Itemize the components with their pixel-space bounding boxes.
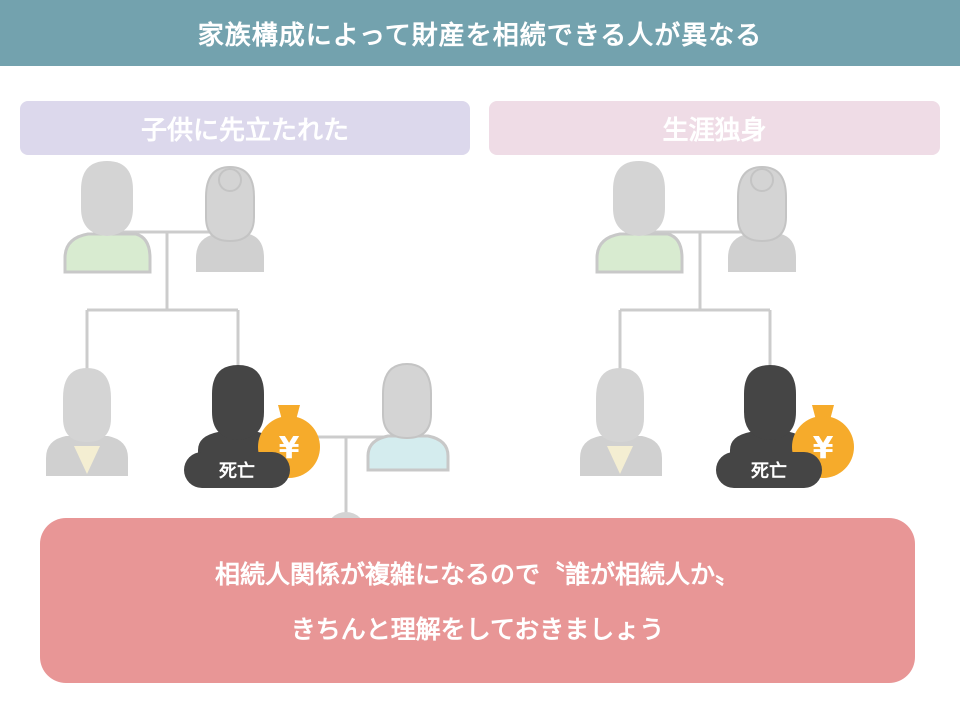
panel-label-left: 子供に先立たれた: [20, 101, 470, 155]
right-money-symbol: ¥: [813, 431, 834, 466]
right-deceased-badge: 死亡: [716, 452, 822, 488]
left-spouse: [366, 363, 450, 472]
right-sibling: [580, 368, 662, 476]
left-mother: [196, 166, 264, 272]
callout-line-2: きちんと理解をしておきましょう: [290, 615, 665, 644]
right-mother: [728, 166, 796, 272]
left-deceased-badge: 死亡: [184, 452, 290, 488]
panel-label-right: 生涯独身: [489, 101, 940, 155]
page-title: 家族構成によって財産を相続できる人が異なる: [0, 0, 960, 66]
right-father: [595, 161, 684, 274]
left-sibling: [46, 368, 128, 476]
left-father: [63, 161, 152, 274]
callout-box: 相続人関係が複雑になるので〝誰が相続人か〟 きちんと理解をしておきましょう: [40, 518, 915, 683]
callout-line-1: 相続人関係が複雑になるので〝誰が相続人か〟: [214, 560, 740, 589]
